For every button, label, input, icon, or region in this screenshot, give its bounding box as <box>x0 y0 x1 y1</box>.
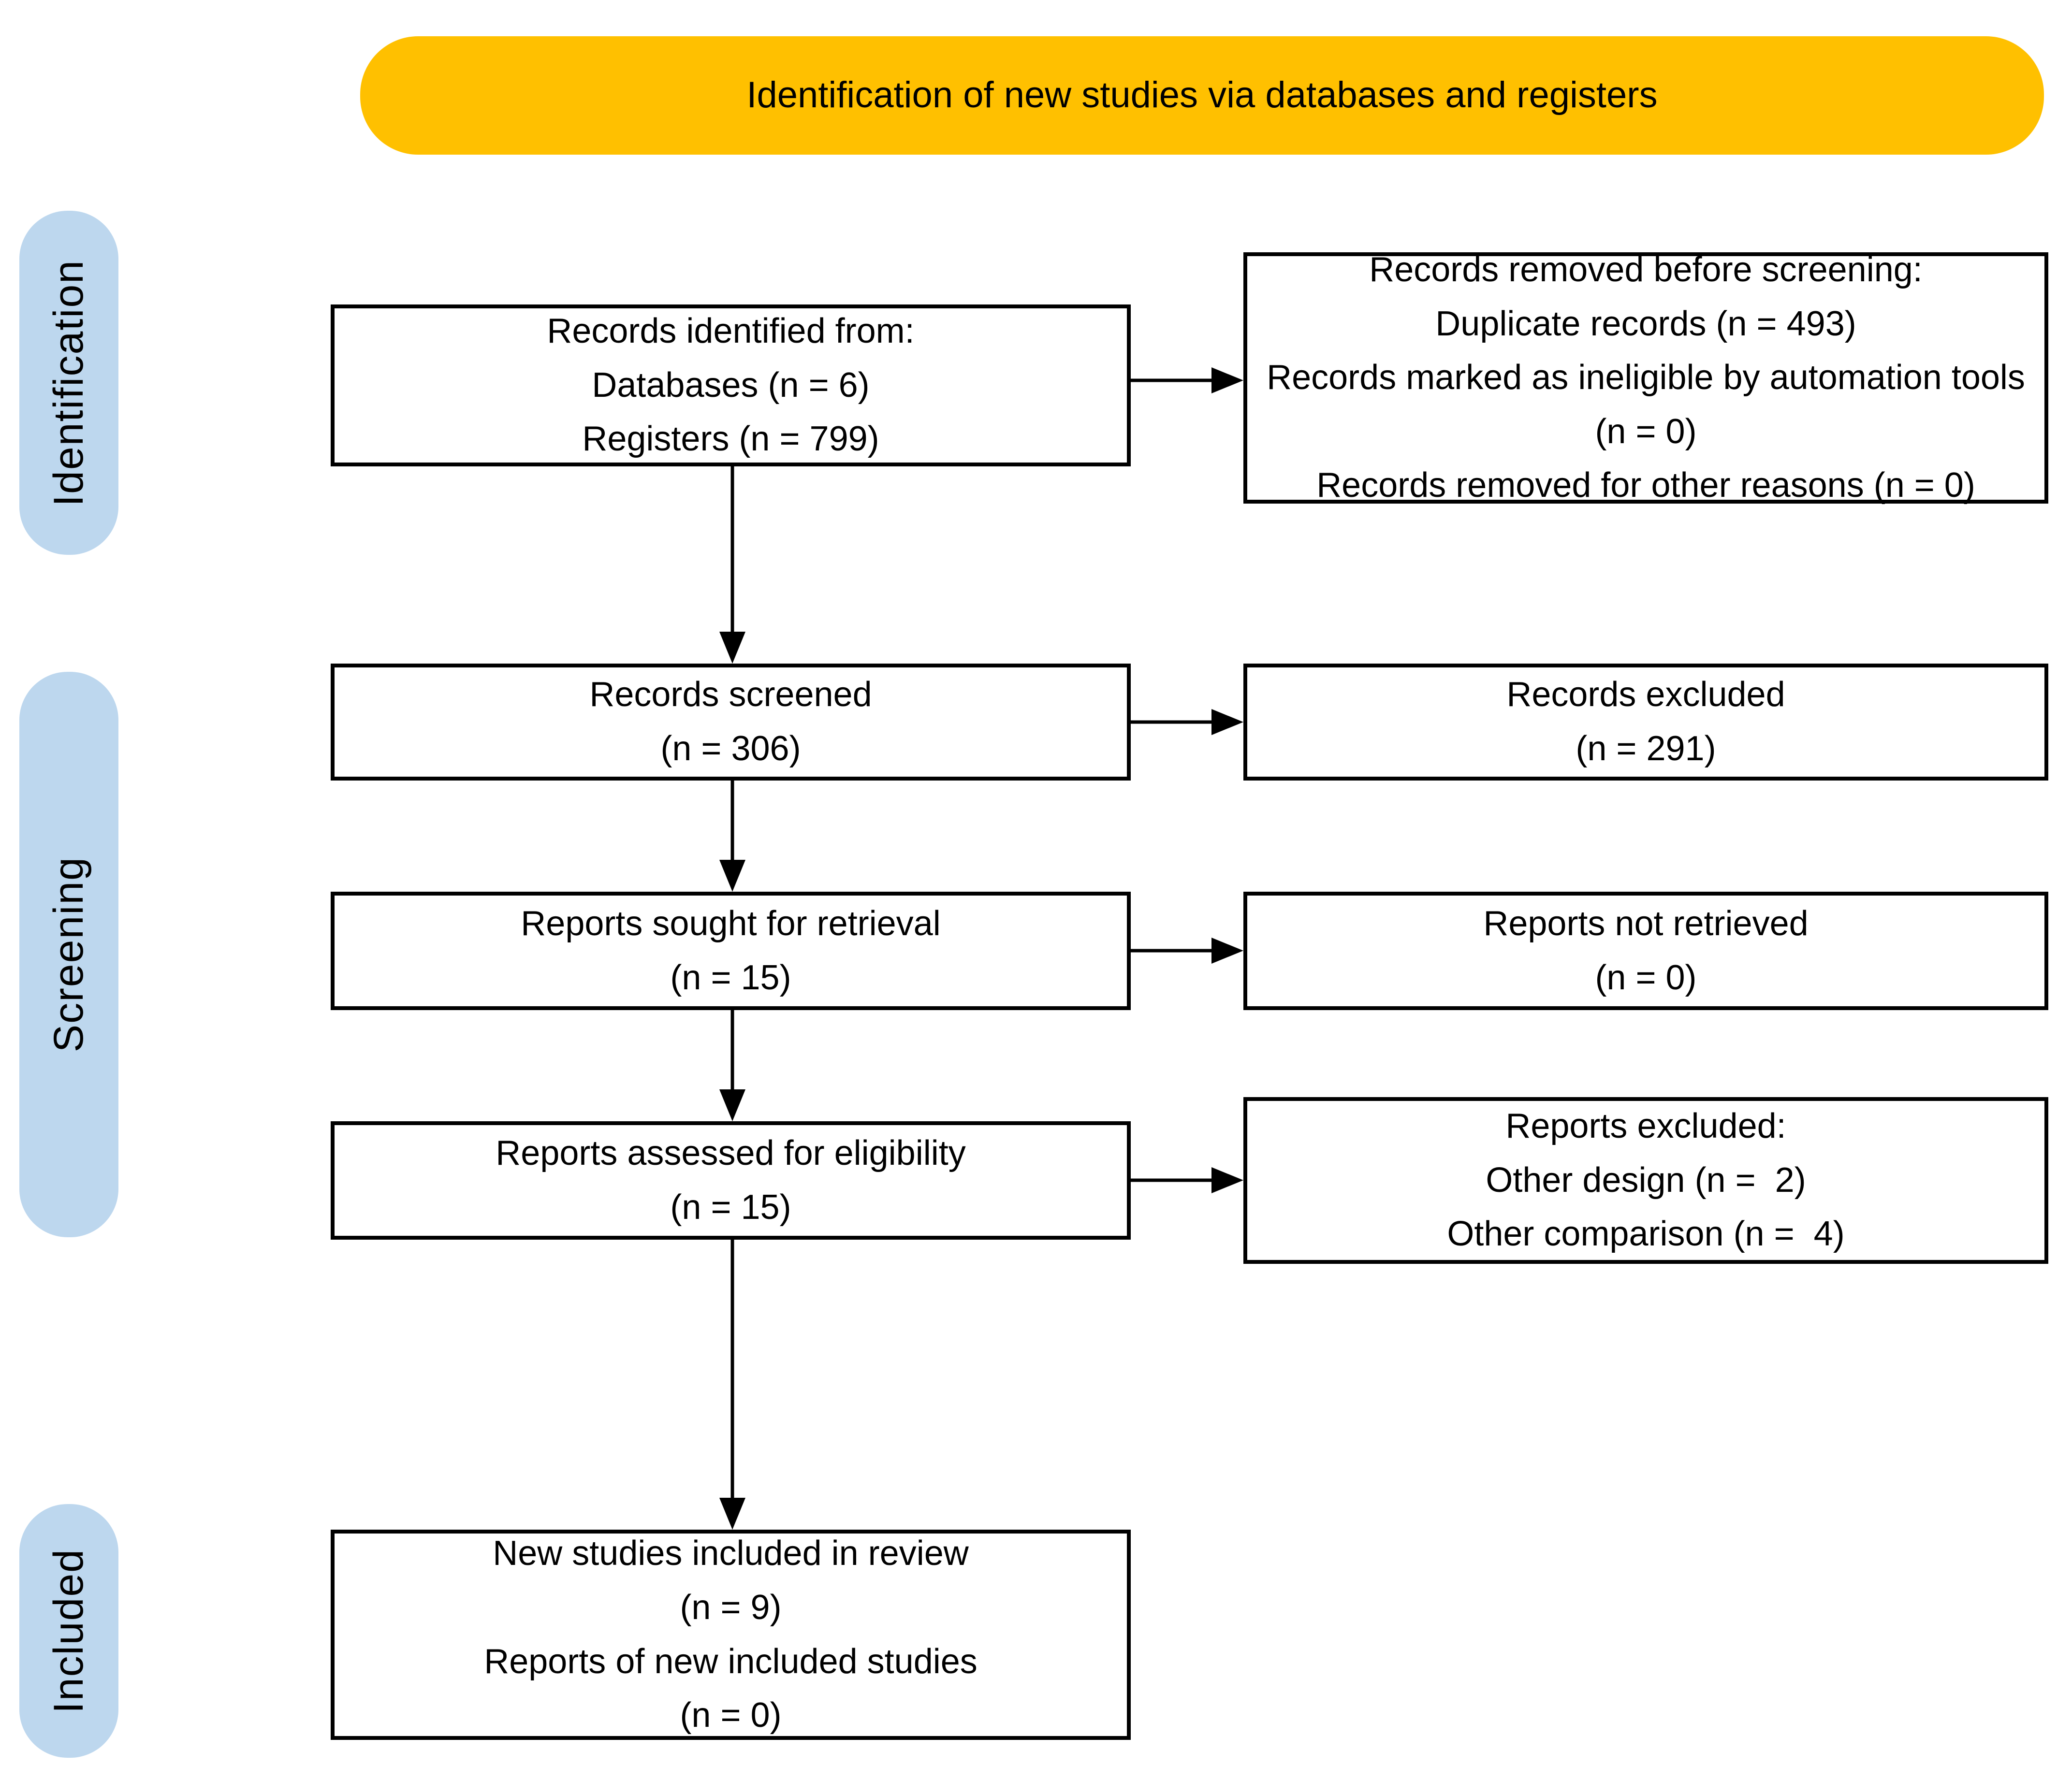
right-arrow-screened-to-excluded <box>1131 709 1243 735</box>
down-arrow-sought-to-assessed <box>719 1010 745 1121</box>
box-records-excluded-text: Records excluded (n = 291) <box>1506 675 1785 768</box>
box-records-screened: Records screened (n = 306) <box>331 664 1131 781</box>
box-records-removed-text: Records removed before screening: Duplic… <box>1267 250 2025 505</box>
box-reports-sought-text: Reports sought for retrieval (n = 15) <box>521 904 941 997</box>
arrowhead-right-icon <box>1211 1167 1243 1193</box>
arrowhead-down-icon <box>719 1089 745 1121</box>
arrow-shaft <box>1131 378 1211 382</box>
title-banner: Identification of new studies via databa… <box>360 36 2044 155</box>
right-arrow-sought-to-not-retrieved <box>1131 938 1243 964</box>
arrow-shaft <box>730 1240 734 1498</box>
right-arrow-assessed-to-reports-excluded <box>1131 1167 1243 1193</box>
stage-screening: Screening <box>19 672 118 1237</box>
arrow-shaft <box>730 1010 734 1089</box>
arrowhead-right-icon <box>1211 938 1243 964</box>
diagram-title: Identification of new studies via databa… <box>746 74 1658 116</box>
box-reports-assessed: Reports assessed for eligibility (n = 15… <box>331 1121 1131 1240</box>
box-new-studies-included-text: New studies included in review (n = 9) R… <box>484 1534 978 1735</box>
arrow-shaft <box>1131 949 1211 953</box>
right-arrow-identified-to-removed <box>1131 367 1243 393</box>
stage-identification: Identification <box>19 211 118 555</box>
box-records-excluded: Records excluded (n = 291) <box>1243 664 2048 781</box>
box-records-identified: Records identified from: Databases (n = … <box>331 304 1131 466</box>
stage-screening-label: Screening <box>45 856 92 1053</box>
arrowhead-down-icon <box>719 632 745 664</box>
down-arrow-identified-to-screened <box>719 466 745 664</box>
stage-included-label: Included <box>45 1548 92 1714</box>
arrowhead-right-icon <box>1211 709 1243 735</box>
box-records-identified-text: Records identified from: Databases (n = … <box>547 312 915 459</box>
box-records-removed: Records removed before screening: Duplic… <box>1243 250 2048 505</box>
box-reports-excluded: Reports excluded: Other design (n = 2) O… <box>1243 1097 2048 1264</box>
box-new-studies-included: New studies included in review (n = 9) R… <box>331 1530 1131 1740</box>
box-reports-not-retrieved-text: Reports not retrieved (n = 0) <box>1483 904 1809 997</box>
box-reports-excluded-text: Reports excluded: Other design (n = 2) O… <box>1447 1107 1845 1254</box>
down-arrow-assessed-to-included <box>719 1240 745 1530</box>
arrowhead-down-icon <box>719 860 745 892</box>
arrowhead-right-icon <box>1211 367 1243 393</box>
box-reports-sought: Reports sought for retrieval (n = 15) <box>331 892 1131 1010</box>
stage-included: Included <box>19 1504 118 1758</box>
arrow-shaft <box>730 781 734 860</box>
box-reports-not-retrieved: Reports not retrieved (n = 0) <box>1243 892 2048 1010</box>
arrow-shaft <box>1131 720 1211 724</box>
arrow-shaft <box>1131 1178 1211 1182</box>
box-records-screened-text: Records screened (n = 306) <box>589 675 872 768</box>
down-arrow-screened-to-sought <box>719 781 745 892</box>
stage-identification-label: Identification <box>45 259 92 507</box>
arrow-shaft <box>730 466 734 632</box>
box-reports-assessed-text: Reports assessed for eligibility (n = 15… <box>496 1133 966 1227</box>
arrowhead-down-icon <box>719 1498 745 1530</box>
